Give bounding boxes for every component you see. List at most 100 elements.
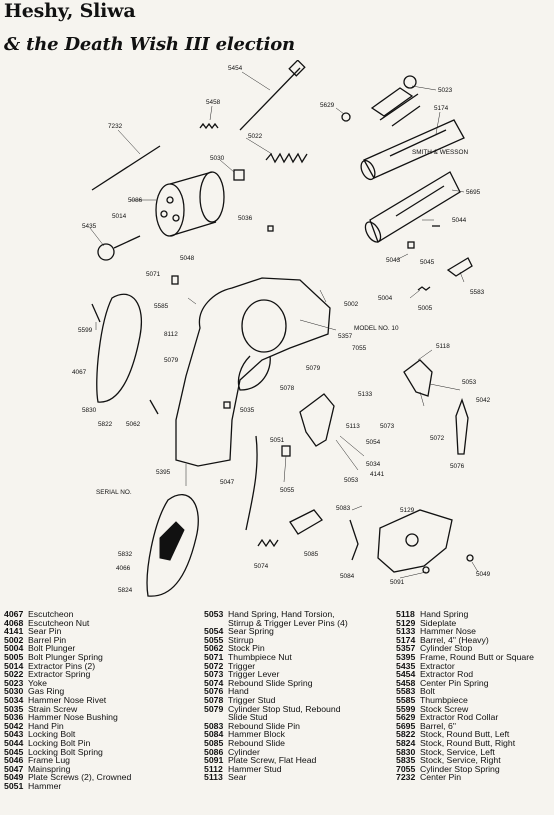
- part-name: Rebound Slide Spring: [228, 677, 313, 688]
- part-name: Extractor Pins (2): [28, 660, 96, 671]
- barrel-6-part: [364, 171, 461, 243]
- part-name: Bolt: [420, 686, 435, 697]
- center-pin-part: [91, 145, 161, 191]
- locking-bolt-part: [407, 241, 415, 249]
- part-name: Rebound Slide: [228, 737, 285, 748]
- part-number: 5023: [4, 677, 24, 688]
- part-name: Trigger: [228, 660, 256, 671]
- callout-7232: 7232: [108, 123, 123, 130]
- callout-5079: 5079: [164, 357, 179, 364]
- thumbpiece-nut-part: [171, 275, 179, 285]
- callout-5629: 5629: [320, 102, 335, 109]
- part-number: 5454: [396, 669, 416, 680]
- part-name: Hammer Nose Rivet: [28, 694, 107, 705]
- part-number: 5071: [204, 651, 224, 662]
- callout-5055: 5055: [280, 487, 295, 494]
- part-number: 5824: [396, 737, 416, 748]
- part-name: Yoke: [28, 677, 48, 688]
- part-name: Hammer Nose Bushing: [28, 712, 118, 723]
- part-number: 5629: [396, 712, 416, 723]
- part-number: 4067: [4, 609, 24, 619]
- barrel-4-part: [360, 119, 465, 181]
- callout-5035: 5035: [240, 407, 255, 414]
- parts-list-item: 7232 Center Pin: [396, 773, 534, 782]
- part-name: Hammer Stud: [228, 763, 282, 774]
- cylinder-part: [155, 171, 225, 237]
- part-number: 5042: [4, 720, 24, 731]
- part-number: 5045: [4, 746, 24, 757]
- part-name: Plate Screw, Flat Head: [228, 755, 317, 766]
- part-number: 5357: [396, 643, 416, 654]
- plate-screw-crowned-part: [466, 554, 474, 562]
- strain-screw-part: [223, 401, 231, 409]
- callout-5053a: 5053: [462, 379, 477, 386]
- part-number: 5835: [396, 755, 416, 766]
- part-name: Bolt Plunger Spring: [28, 651, 103, 662]
- part-name: Escutcheon Nut: [28, 617, 90, 628]
- part-number: 5049: [4, 772, 24, 783]
- part-number: 7232: [396, 772, 416, 783]
- callout-5113: 5113: [346, 423, 360, 430]
- part-name: Sear Pin: [28, 626, 62, 637]
- part-number: 5004: [4, 643, 24, 654]
- sideplate-part: [377, 509, 453, 573]
- part-name: Hand: [228, 686, 249, 697]
- extractor-rod-collar-part: [341, 112, 351, 122]
- part-number: 5076: [204, 686, 224, 697]
- part-number: 5086: [204, 746, 224, 757]
- part-number: 5062: [204, 643, 224, 654]
- stock-right-part: [146, 494, 199, 597]
- callout-5832: 5832: [118, 551, 133, 558]
- parts-list-item: 5585 Thumbpiece: [396, 696, 534, 705]
- callout-5118: 5118: [436, 343, 450, 350]
- part-name: Sear: [228, 772, 247, 783]
- callout-5395: 5395: [156, 469, 171, 476]
- part-number: 5585: [396, 694, 416, 705]
- hammer-part: [299, 393, 335, 447]
- part-name: Frame, Round Butt or Square: [420, 651, 534, 662]
- callout-5174: 5174: [434, 105, 449, 112]
- stirrup-part: [281, 445, 291, 457]
- part-number: 5053: [204, 609, 224, 619]
- part-name: Sear Spring: [228, 626, 274, 637]
- part-name: Center Pin: [420, 772, 462, 783]
- callout-5091: 5091: [390, 579, 405, 586]
- part-number: 5005: [4, 651, 24, 662]
- callout-5073: 5073: [380, 423, 395, 430]
- leader-lines: [89, 71, 479, 579]
- callout-5004: 5004: [378, 295, 393, 302]
- callout-5454: 5454: [228, 65, 243, 72]
- callout-5043: 5043: [386, 257, 401, 264]
- part-name: Thumbpiece: [420, 694, 468, 705]
- plate-screw-flat-part: [422, 566, 430, 574]
- part-number: 5583: [396, 686, 416, 697]
- part-number: 5083: [204, 720, 224, 731]
- part-name: Bolt Plunger: [28, 643, 76, 654]
- part-name: Stirrup: [228, 634, 254, 645]
